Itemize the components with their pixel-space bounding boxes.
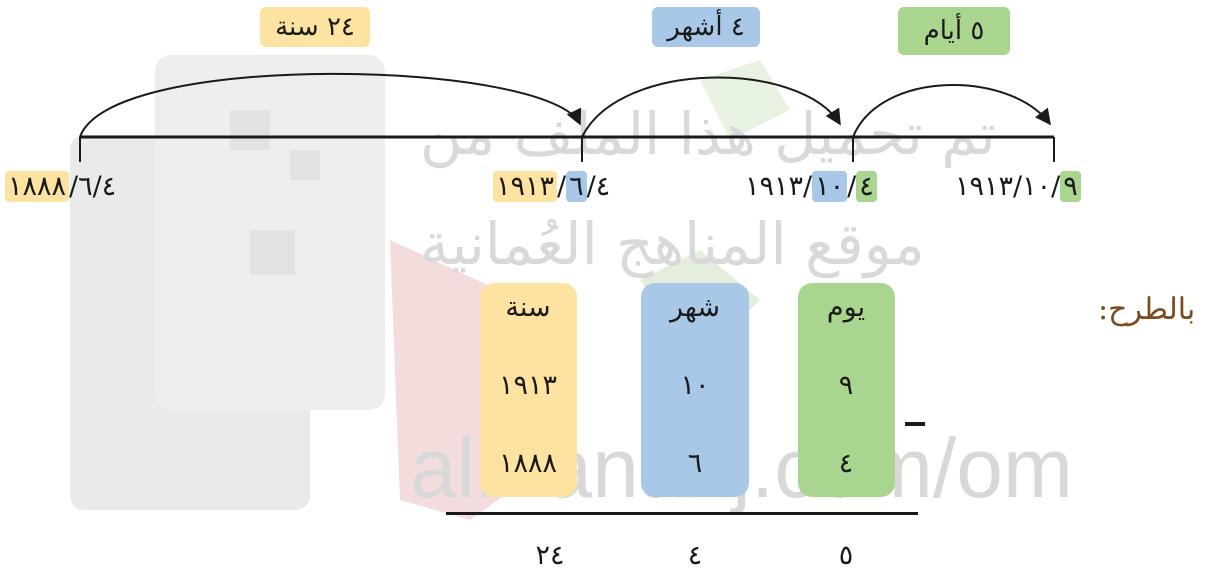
- header-day: يوم: [826, 292, 866, 323]
- arc-months: [581, 76, 841, 138]
- date-step1-year: ١٩١٣: [493, 170, 558, 202]
- method-label: بالطرح:: [1098, 292, 1196, 327]
- minuend-day: ٩: [838, 370, 854, 401]
- date-start: ١٨٨٨ / ٦ / ٤: [5, 166, 116, 206]
- date-step1-month: ٦: [566, 170, 587, 202]
- result-day: ٥: [838, 540, 854, 571]
- minus-sign: [905, 422, 925, 426]
- date-sep: /: [557, 170, 567, 202]
- subtrahend-day: ٤: [838, 448, 854, 479]
- date-step1: ١٩١٣ / ٦ / ٤: [493, 166, 610, 206]
- date-step1-day: ٤: [595, 170, 611, 202]
- date-sep: /: [847, 170, 857, 202]
- minuend-year: ١٩١٣: [498, 370, 557, 401]
- arc-years: [79, 72, 582, 138]
- date-step2-year: ١٩١٣: [745, 170, 804, 202]
- date-sep: /: [803, 170, 813, 202]
- day-column: [798, 283, 895, 497]
- interval-days-label: ٥ أيام: [898, 7, 1010, 55]
- interval-years-label: ٢٤ سنة: [260, 7, 370, 47]
- minuend-month: ١٠: [680, 370, 710, 401]
- date-start-day: ٤: [101, 170, 117, 202]
- date-end-month: ١٠: [1022, 170, 1052, 202]
- month-column: [641, 283, 749, 497]
- date-sep: /: [92, 170, 102, 202]
- watermark-line2: موقع المناهج العُمانية: [420, 210, 925, 278]
- result-year: ٢٤: [535, 540, 565, 571]
- year-column: [480, 283, 577, 497]
- date-step2-month: ١٠: [812, 170, 848, 202]
- timeline: [79, 72, 1055, 162]
- subtrahend-year: ١٨٨٨: [498, 448, 557, 479]
- date-end: ١٩١٣ / ١٠ / ٩: [955, 166, 1081, 206]
- date-end-year: ١٩١٣: [955, 170, 1014, 202]
- date-start-month: ٦: [78, 170, 93, 202]
- header-month: شهر: [670, 292, 720, 323]
- interval-months-label: ٤ أشهر: [652, 7, 760, 47]
- date-start-year: ١٨٨٨: [5, 170, 70, 202]
- date-sep: /: [1013, 170, 1023, 202]
- result-month: ٤: [687, 540, 703, 571]
- result-rule: [446, 512, 918, 515]
- subtrahend-month: ٦: [687, 448, 703, 479]
- date-end-day: ٩: [1060, 170, 1081, 202]
- date-step2-day: ٤: [856, 170, 877, 202]
- arc-days: [852, 83, 1051, 138]
- header-year: سنة: [505, 292, 551, 323]
- date-step2: ١٩١٣ / ١٠ / ٤: [745, 166, 877, 206]
- date-sep: /: [586, 170, 596, 202]
- date-sep: /: [1051, 170, 1061, 202]
- date-sep: /: [69, 170, 79, 202]
